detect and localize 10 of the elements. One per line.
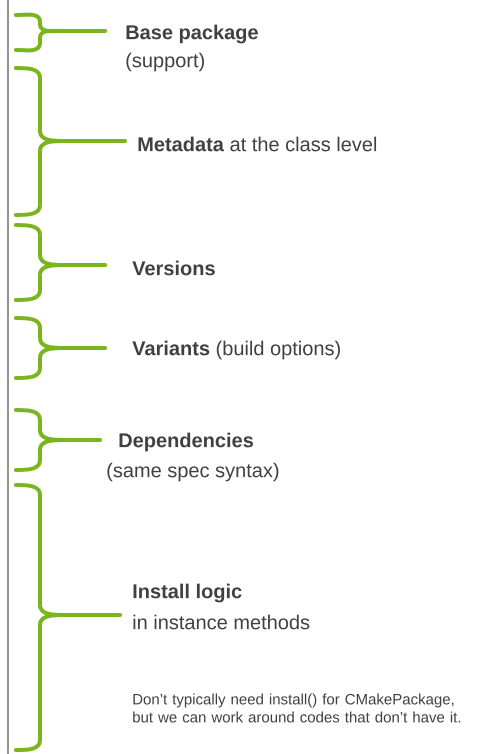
heading-text: Base package	[126, 24, 258, 44]
heading-text: Dependencies	[120, 432, 253, 452]
label-text: Variants (build options)	[132, 340, 340, 360]
label-text: in instance methods	[134, 614, 310, 630]
note-text: Don’t typically need install() for CMakePackage, but we can work around codes that don’t have it.	[133, 694, 460, 722]
label-text: (support)	[126, 52, 204, 72]
heading-text: Versions	[132, 260, 215, 276]
label-text: (same spec syntax)	[107, 462, 278, 482]
heading-text: Install logic	[134, 584, 242, 602]
label-text: Metadata at the class level	[138, 136, 376, 152]
